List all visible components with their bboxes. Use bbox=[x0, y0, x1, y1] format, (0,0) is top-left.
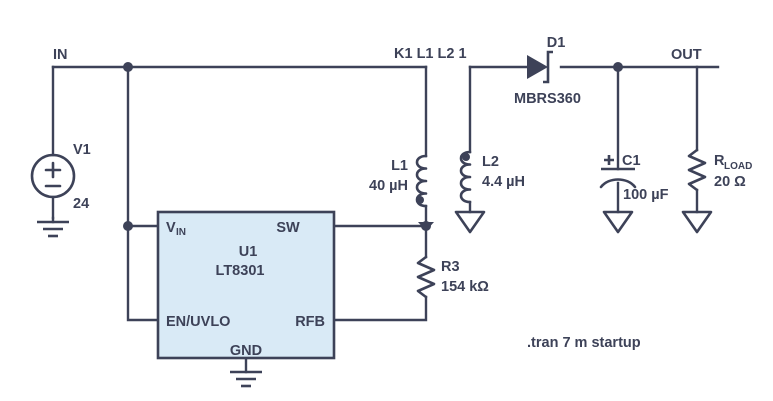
ground-symbol-c1 bbox=[602, 210, 634, 234]
l2-coil bbox=[459, 150, 472, 204]
d1-part-label: MBRS360 bbox=[514, 91, 581, 107]
c1-ground-triangle bbox=[602, 210, 634, 234]
component-d1[interactable]: D1 MBRS360 bbox=[514, 35, 581, 107]
junction-dot-out bbox=[613, 62, 623, 72]
u1-body bbox=[156, 210, 336, 360]
l1-coil bbox=[415, 154, 428, 208]
component-u1[interactable]: V IN SW EN/UVLO RFB GND U1 LT8301 bbox=[156, 210, 336, 360]
r3-designator-label: R3 bbox=[441, 259, 460, 275]
u1-pin-vin-label: V bbox=[166, 220, 176, 236]
u1-pin-vin-sublabel: IN bbox=[176, 227, 186, 238]
ground-symbol-rload bbox=[681, 210, 713, 234]
directive-tran: .tran 7 m startup bbox=[527, 335, 641, 351]
rload-zigzag bbox=[687, 148, 707, 192]
l1-ground-triangle bbox=[418, 222, 434, 231]
d1-schottky-bar bbox=[543, 50, 553, 84]
u1-part-label: LT8301 bbox=[216, 263, 265, 279]
l2-ground-triangle bbox=[454, 210, 486, 234]
wire-en-uvlo-branch bbox=[126, 224, 160, 322]
v1-value-label: 24 bbox=[73, 196, 89, 212]
r3-zigzag bbox=[416, 255, 436, 299]
d1-triangle bbox=[527, 55, 548, 79]
l2-designator-label: L2 bbox=[482, 154, 499, 170]
wire-r3-to-rfb bbox=[332, 295, 428, 322]
component-rload[interactable]: R LOAD 20 Ω bbox=[687, 148, 752, 192]
l1-designator-label: L1 bbox=[391, 158, 408, 174]
ground-symbol-l2 bbox=[454, 210, 486, 234]
u1-pin-rfb-label: RFB bbox=[295, 314, 325, 330]
rload-designator-label: R bbox=[714, 153, 725, 169]
c1-plus-icon bbox=[604, 155, 614, 165]
u1-pin-gnd-label: GND bbox=[230, 343, 262, 359]
ground-symbol-l1-stub bbox=[418, 222, 434, 231]
rload-value-label: 20 Ω bbox=[714, 174, 746, 190]
l2-value-label: 4.4 µH bbox=[482, 174, 525, 190]
v1-designator-label: V1 bbox=[73, 142, 91, 158]
c1-value-label: 100 µF bbox=[623, 187, 669, 203]
rload-designator-sublabel: LOAD bbox=[724, 161, 752, 172]
directive-coupling: K1 L1 L2 1 bbox=[394, 46, 467, 62]
l1-polarity-dot bbox=[416, 196, 424, 204]
wire-network bbox=[51, 65, 720, 374]
l1-value-label: 40 µH bbox=[369, 178, 408, 194]
component-r3[interactable]: R3 154 kΩ bbox=[416, 255, 489, 299]
v1-plus-icon bbox=[44, 161, 62, 179]
u1-pin-sw-label: SW bbox=[276, 220, 300, 236]
r3-value-label: 154 kΩ bbox=[441, 279, 489, 295]
rload-ground-triangle bbox=[681, 210, 713, 234]
l2-polarity-dot bbox=[462, 153, 470, 161]
ground-symbol-u1 bbox=[230, 370, 262, 388]
u1-designator-label: U1 bbox=[239, 244, 258, 260]
junction-dot-in bbox=[123, 62, 133, 72]
component-l2[interactable]: L2 4.4 µH bbox=[459, 150, 525, 204]
v1-circle bbox=[30, 153, 76, 199]
component-v1[interactable]: V1 24 bbox=[30, 142, 91, 212]
net-labels: IN OUT K1 L1 L2 1 .tran 7 m startup bbox=[53, 46, 702, 351]
component-c1[interactable]: C1 100 µF bbox=[599, 153, 669, 203]
junction-dots bbox=[123, 62, 623, 231]
u1-pin-en-uvlo-label: EN/UVLO bbox=[166, 314, 230, 330]
net-label-out: OUT bbox=[671, 47, 702, 63]
component-l1[interactable]: L1 40 µH bbox=[369, 154, 428, 208]
ground-symbol-v1 bbox=[37, 220, 69, 238]
net-label-in: IN bbox=[53, 47, 68, 63]
c1-bottom-plate bbox=[599, 178, 637, 189]
d1-designator-label: D1 bbox=[547, 35, 566, 51]
c1-designator-label: C1 bbox=[622, 153, 641, 169]
junction-dot-vin bbox=[123, 221, 133, 231]
